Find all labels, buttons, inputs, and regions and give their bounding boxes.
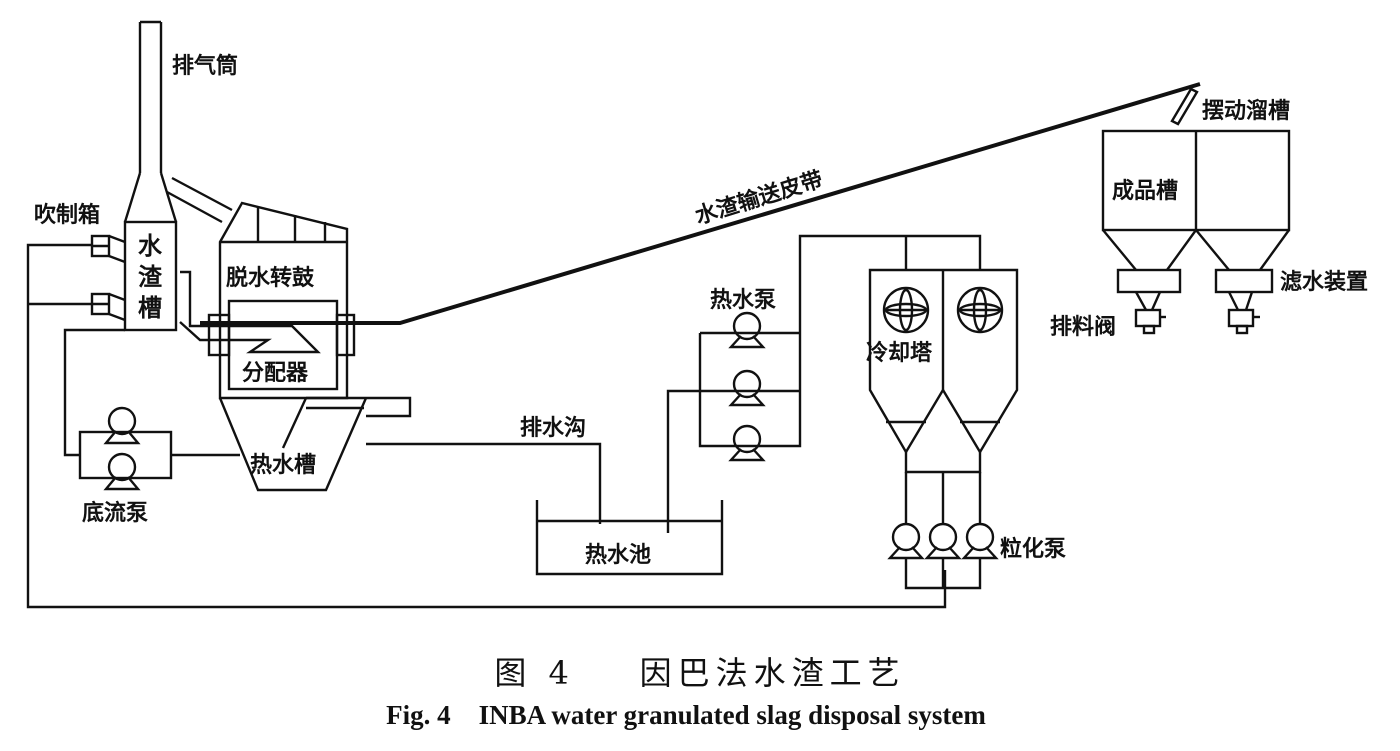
figure-number-cn: 图 4 — [494, 654, 575, 692]
hot-water-tank-label: 热水槽 — [250, 452, 316, 478]
discharge-valve-label: 排料阀 — [1050, 315, 1116, 340]
blow-box-label: 吹制箱 — [34, 202, 100, 228]
blow-boxes — [90, 234, 126, 322]
vapor-duct — [166, 176, 233, 224]
hot-water-pump-1 — [728, 311, 766, 349]
underflow-pump-1 — [103, 406, 141, 445]
filter-device-label: 滤水装置 — [1280, 270, 1368, 295]
fan-icon — [882, 286, 930, 334]
exhaust-stack-label: 排气筒 — [172, 53, 238, 79]
hot-water-pool — [535, 500, 724, 576]
product-tank-label: 成品槽 — [1112, 179, 1178, 204]
drain-ditch — [366, 442, 602, 524]
product-tanks — [1101, 129, 1291, 335]
hot-water-pumps — [666, 234, 982, 533]
swing-chute-label: 摆动溜槽 — [1202, 98, 1290, 124]
granulation-pump-3 — [961, 522, 999, 560]
granulation-pump-label: 粒化泵 — [1000, 536, 1066, 562]
drain-ditch-label: 排水沟 — [520, 415, 586, 441]
slag-tank: 水 渣 槽 — [123, 220, 178, 332]
slag-tank-label-2: 渣 — [138, 263, 163, 291]
granulation-pumps — [887, 522, 999, 590]
figure-caption-cn: 图 4 因巴法水渣工艺 — [0, 648, 1400, 694]
granulation-pump-1 — [887, 522, 925, 560]
underflow-pump-2 — [103, 452, 141, 491]
conveyor-belt — [350, 82, 1201, 325]
return-pipe — [26, 243, 947, 609]
fan-icon — [956, 286, 1004, 334]
figure-number-en: Fig. 4 — [386, 700, 451, 730]
exhaust-stack — [123, 20, 178, 223]
swing-chute — [1170, 87, 1199, 126]
cooling-tower-label: 冷却塔 — [866, 340, 933, 366]
underflow-pump-label: 底流泵 — [82, 500, 148, 526]
figure-title-en: INBA water granulated slag disposal syst… — [478, 700, 986, 730]
figure-caption-en: Fig. 4 INBA water granulated slag disposa… — [0, 700, 1400, 731]
hot-water-pump-label: 热水泵 — [710, 287, 776, 313]
figure-title-cn: 因巴法水渣工艺 — [639, 654, 906, 692]
conveyor-belt-label: 水渣输送皮带 — [692, 166, 826, 229]
granulation-pump-2 — [924, 522, 962, 560]
cooling-towers — [868, 268, 1019, 524]
hot-water-pump-3 — [728, 424, 766, 462]
hot-water-pump-2 — [728, 369, 766, 407]
slag-tank-label-3: 槽 — [138, 294, 162, 322]
dewatering-drum-label: 脱水转鼓 — [226, 265, 315, 291]
inba-process-diagram: 水 渣 槽 排气筒 吹制箱 脱水转鼓 分配器 热水槽 — [26, 20, 1368, 609]
slag-tank-label-1: 水 — [138, 232, 163, 260]
underflow-pumps — [63, 328, 240, 491]
distributor-label: 分配器 — [242, 361, 309, 386]
hot-water-tank — [218, 396, 412, 492]
hot-water-pool-label: 热水池 — [585, 542, 651, 568]
